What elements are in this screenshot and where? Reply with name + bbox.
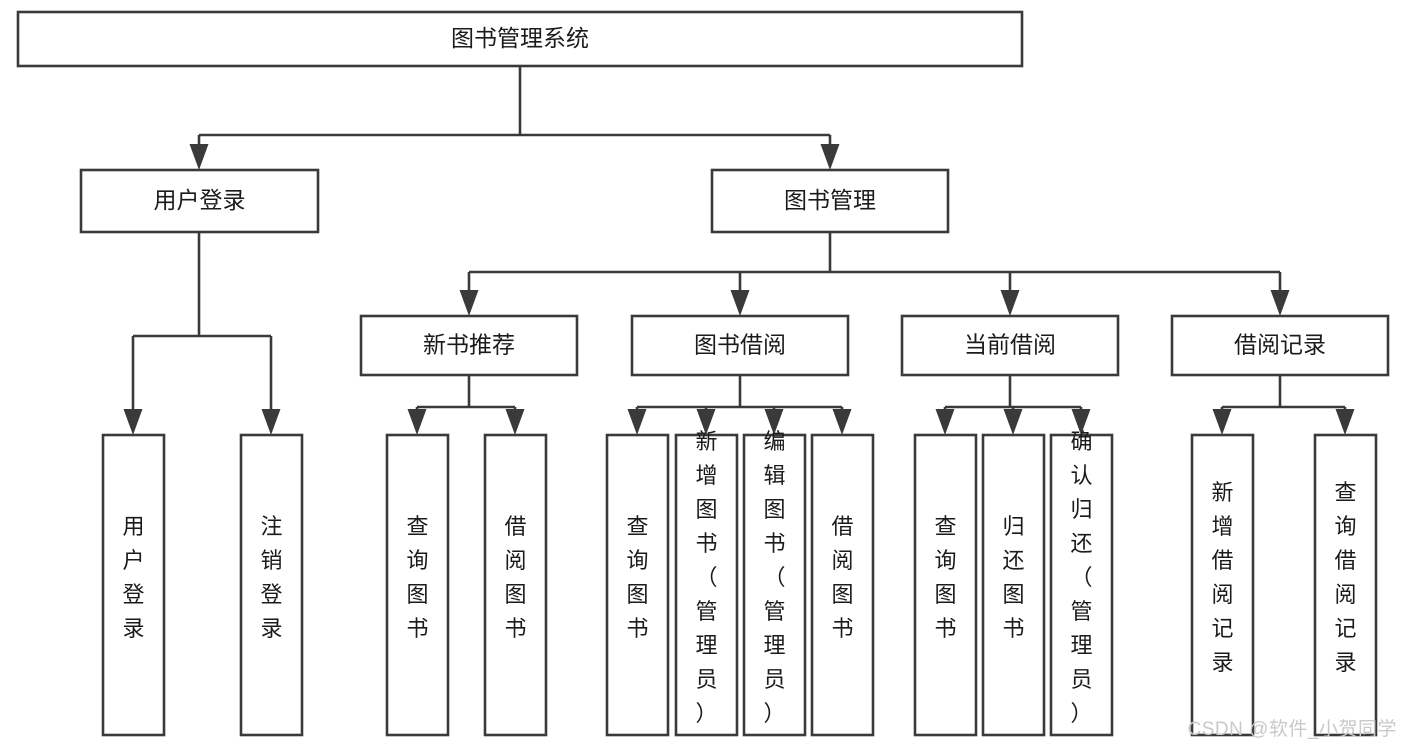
- node-box-leaf-add-borrow-record[interactable]: [1190, 433, 1255, 737]
- node-box-leaf-query-book-current[interactable]: [913, 433, 978, 737]
- node-book-borrow[interactable]: 图书借阅: [630, 314, 850, 377]
- node-leaf-borrow-book[interactable]: 借阅图书: [810, 433, 875, 737]
- node-label-leaf-query-borrow-record: 查询借阅记录: [1334, 480, 1356, 675]
- node-box-root[interactable]: [16, 10, 1024, 68]
- node-new-book-recommend[interactable]: 新书推荐: [359, 314, 579, 377]
- node-box-leaf-query-book-recommend[interactable]: [385, 433, 450, 737]
- arrow-head-icon: [627, 409, 647, 435]
- node-leaf-edit-book[interactable]: 编辑图书（管理员）: [742, 429, 807, 737]
- connector-book-management-to-level3: [459, 232, 1290, 316]
- node-box-user-login[interactable]: [79, 168, 320, 234]
- csdn-watermark: CSDN @软件_小贺同学: [1187, 719, 1397, 740]
- node-label-leaf-query-book-current: 查询图书: [934, 514, 956, 641]
- node-leaf-query-borrow-record[interactable]: 查询借阅记录: [1313, 433, 1378, 737]
- node-label-leaf-query-book-recommend: 查询图书: [406, 514, 428, 641]
- node-label-borrow-record: 借阅记录: [1234, 332, 1326, 358]
- node-label-leaf-confirm-return: 确认归还（管理员）: [1070, 429, 1092, 726]
- node-leaf-confirm-return[interactable]: 确认归还（管理员）: [1049, 429, 1114, 737]
- arrow-head-icon: [459, 290, 479, 316]
- node-current-borrow[interactable]: 当前借阅: [900, 314, 1120, 377]
- node-label-leaf-edit-book: 编辑图书（管理员）: [763, 429, 785, 726]
- node-box-leaf-confirm-return[interactable]: [1049, 433, 1114, 737]
- node-box-leaf-return-book[interactable]: [981, 433, 1046, 737]
- node-leaf-add-borrow-record[interactable]: 新增借阅记录: [1190, 433, 1255, 737]
- node-label-user-login: 用户登录: [154, 187, 246, 213]
- node-box-leaf-query-borrow-record[interactable]: [1313, 433, 1378, 737]
- arrow-head-icon: [1000, 290, 1020, 316]
- node-label-leaf-add-book: 新增图书（管理员）: [695, 429, 717, 726]
- node-box-leaf-add-book[interactable]: [674, 433, 739, 737]
- node-leaf-query-book-current[interactable]: 查询图书: [913, 433, 978, 737]
- node-user-login[interactable]: 用户登录: [79, 168, 320, 234]
- node-label-book-borrow: 图书借阅: [694, 332, 786, 358]
- arrow-head-icon: [1003, 409, 1023, 435]
- node-box-new-book-recommend[interactable]: [359, 314, 579, 377]
- arrow-head-icon: [1335, 409, 1355, 435]
- node-label-root: 图书管理系统: [451, 25, 589, 51]
- node-root[interactable]: 图书管理系统: [16, 10, 1024, 68]
- node-label-leaf-return-book: 归还图书: [1002, 514, 1024, 641]
- node-leaf-add-book[interactable]: 新增图书（管理员）: [674, 429, 739, 737]
- node-label-leaf-add-borrow-record: 新增借阅记录: [1211, 480, 1233, 675]
- connector-current-borrow-to-leaves: [935, 375, 1091, 435]
- arrow-head-icon: [935, 409, 955, 435]
- node-leaf-query-book-borrow[interactable]: 查询图书: [605, 433, 670, 737]
- node-leaf-borrow-book-recommend[interactable]: 借阅图书: [483, 433, 548, 737]
- node-box-current-borrow[interactable]: [900, 314, 1120, 377]
- node-label-new-book-recommend: 新书推荐: [423, 332, 515, 358]
- arrow-head-icon: [696, 409, 716, 435]
- arrow-head-icon: [261, 409, 281, 435]
- node-leaf-user-login[interactable]: 用户登录: [101, 433, 166, 737]
- node-label-current-borrow: 当前借阅: [964, 332, 1056, 358]
- node-label-book-management: 图书管理: [784, 187, 876, 213]
- arrow-head-icon: [1270, 290, 1290, 316]
- node-leaf-return-book[interactable]: 归还图书: [981, 433, 1046, 737]
- node-label-leaf-query-book-borrow: 查询图书: [626, 514, 648, 641]
- node-label-leaf-borrow-book: 借阅图书: [831, 514, 853, 641]
- arrow-head-icon: [189, 144, 209, 170]
- node-book-management[interactable]: 图书管理: [710, 168, 950, 234]
- node-label-leaf-user-login: 用户登录: [122, 514, 144, 641]
- node-box-borrow-record[interactable]: [1170, 314, 1390, 377]
- node-box-book-borrow[interactable]: [630, 314, 850, 377]
- arrow-head-icon: [123, 409, 143, 435]
- arrow-head-icon: [820, 144, 840, 170]
- arrow-head-icon: [407, 409, 427, 435]
- node-leaf-logout[interactable]: 注销登录: [239, 433, 304, 737]
- connector-borrow-record-to-leaves: [1212, 375, 1355, 435]
- node-box-leaf-borrow-book[interactable]: [810, 433, 875, 737]
- node-box-leaf-borrow-book-recommend[interactable]: [483, 433, 548, 737]
- arrow-head-icon: [1071, 409, 1091, 435]
- arrow-head-icon: [505, 409, 525, 435]
- arrow-head-icon: [764, 409, 784, 435]
- connector-book-borrow-to-leaves: [627, 375, 852, 435]
- node-layer: 图书管理系统用户登录图书管理新书推荐图书借阅当前借阅借阅记录用户登录注销登录查询…: [16, 10, 1390, 737]
- connector-root-to-level2: [189, 66, 840, 170]
- arrow-head-icon: [832, 409, 852, 435]
- arrow-head-icon: [1212, 409, 1232, 435]
- node-box-book-management[interactable]: [710, 168, 950, 234]
- node-box-leaf-user-login[interactable]: [101, 433, 166, 737]
- connector-layer: [123, 66, 1355, 435]
- node-box-leaf-query-book-borrow[interactable]: [605, 433, 670, 737]
- node-leaf-query-book-recommend[interactable]: 查询图书: [385, 433, 450, 737]
- node-box-leaf-logout[interactable]: [239, 433, 304, 737]
- node-borrow-record[interactable]: 借阅记录: [1170, 314, 1390, 377]
- node-label-leaf-logout: 注销登录: [260, 514, 282, 641]
- arrow-head-icon: [730, 290, 750, 316]
- connector-user-login-to-leaves: [123, 232, 281, 435]
- connector-new-book-recommend-to-leaves: [407, 375, 525, 435]
- node-box-leaf-edit-book[interactable]: [742, 433, 807, 737]
- node-label-leaf-borrow-book-recommend: 借阅图书: [504, 514, 526, 641]
